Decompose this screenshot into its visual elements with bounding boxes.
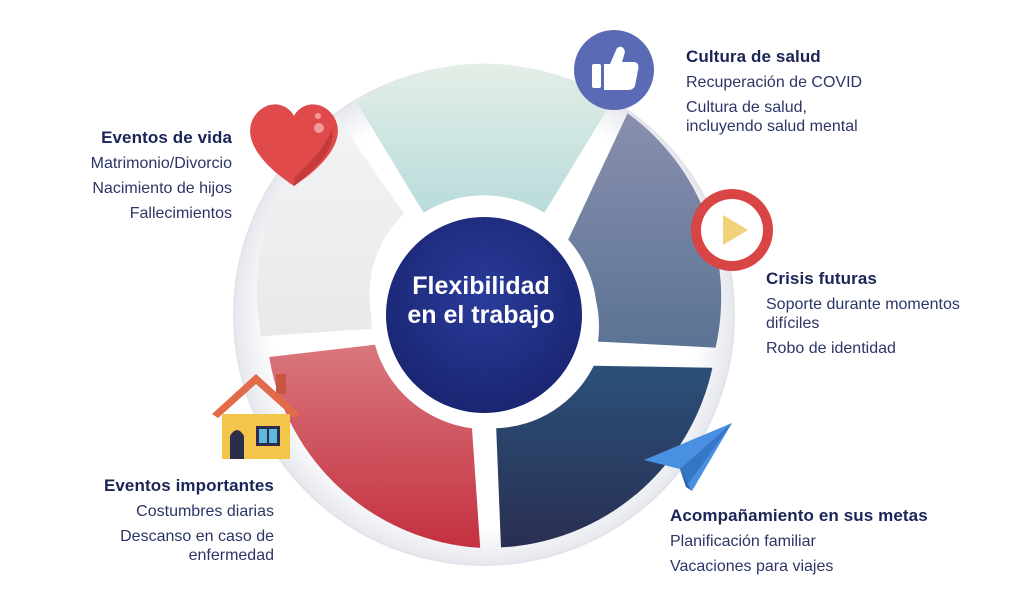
segment-metas bbox=[496, 365, 713, 548]
block-item: Planificación familiar bbox=[670, 533, 816, 550]
heart-icon bbox=[250, 104, 338, 186]
wheel-segments bbox=[256, 63, 722, 548]
block-title: Eventos importantes bbox=[103, 476, 274, 495]
block-eventos-de-vida: Eventos de vida Matrimonio/Divorcio Naci… bbox=[24, 128, 232, 229]
block-item: Soporte durante momentos difíciles bbox=[766, 296, 960, 332]
block-item: Descanso en caso de enfermedad bbox=[120, 528, 274, 564]
block-item: Recuperación de COVID bbox=[686, 74, 863, 91]
center-title: Flexibilidad en el trabajo bbox=[407, 272, 555, 329]
block-acompanamiento: Acompañamiento en sus metas Planificació… bbox=[670, 506, 990, 582]
segment-importantes bbox=[269, 344, 481, 548]
block-item: Matrimonio/Divorcio bbox=[90, 155, 232, 172]
play-button-icon bbox=[691, 189, 773, 271]
block-title: Cultura de salud bbox=[686, 47, 821, 66]
paper-plane-icon bbox=[644, 423, 732, 491]
center-circle bbox=[386, 217, 582, 413]
block-title: Crisis futuras bbox=[766, 269, 877, 288]
segment-crisis bbox=[565, 113, 722, 348]
thumbs-up-icon bbox=[574, 30, 654, 110]
block-item: Cultura de salud, incluyendo salud menta… bbox=[686, 99, 858, 135]
block-item: Vacaciones para viajes bbox=[670, 558, 834, 575]
block-item: Fallecimientos bbox=[129, 205, 232, 222]
house-icon bbox=[212, 374, 300, 459]
block-item: Robo de identidad bbox=[766, 340, 896, 357]
segment-cultura bbox=[356, 63, 612, 213]
block-item: Nacimiento de hijos bbox=[92, 180, 232, 197]
block-cultura-de-salud: Cultura de salud Recuperación de COVID C… bbox=[686, 47, 986, 142]
block-title: Eventos de vida bbox=[101, 128, 232, 147]
block-eventos-importantes: Eventos importantes Costumbres diarias D… bbox=[24, 476, 274, 571]
block-title: Acompañamiento en sus metas bbox=[670, 506, 928, 525]
block-item: Costumbres diarias bbox=[136, 503, 274, 520]
block-crisis-futuras: Crisis futuras Soporte durante momentos … bbox=[766, 269, 1016, 364]
